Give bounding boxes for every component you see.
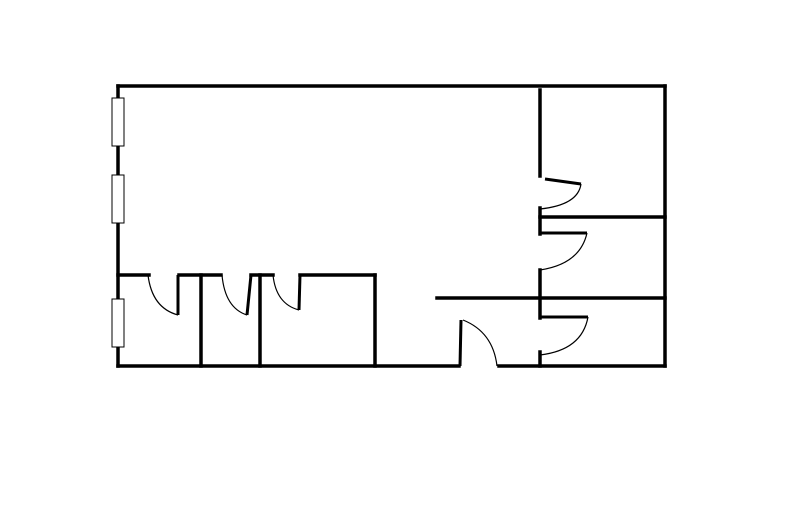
interior-walls-right: [435, 88, 667, 368]
door[interactable]: [272, 274, 302, 311]
door[interactable]: [147, 274, 180, 316]
window: [111, 97, 125, 147]
window: [111, 174, 125, 224]
interior-walls-left: [116, 273, 377, 368]
door[interactable]: [539, 177, 582, 210]
doors: [147, 177, 589, 367]
door[interactable]: [539, 315, 589, 356]
entrance-door[interactable]: [458, 319, 498, 367]
window: [111, 298, 125, 348]
door[interactable]: [539, 231, 588, 271]
door[interactable]: [221, 274, 253, 316]
windows: [111, 97, 125, 348]
